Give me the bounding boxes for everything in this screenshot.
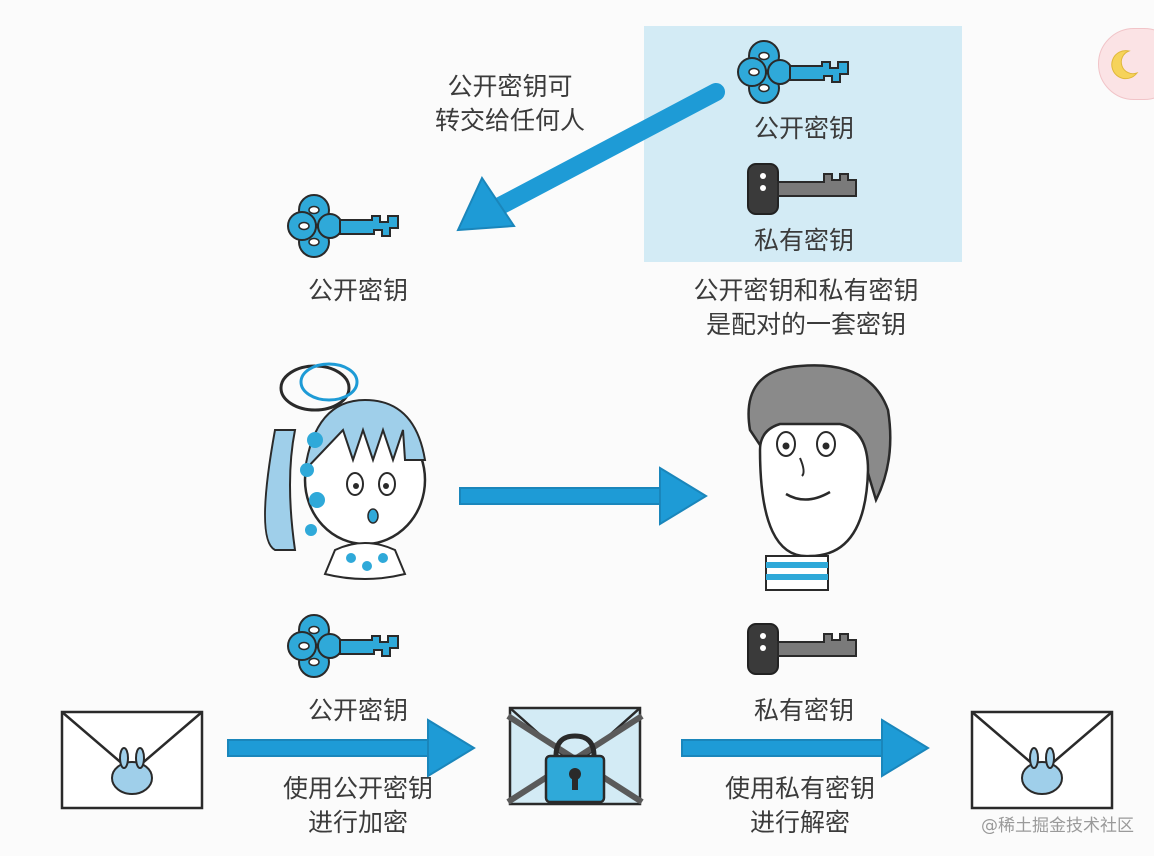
moon-icon <box>1111 50 1139 80</box>
transfer-note-line2: 转交给任何人 <box>434 106 585 135</box>
pair-note-line2: 是配对的一套密钥 <box>705 310 906 339</box>
box-public-key-label: 公开密钥 <box>753 114 854 143</box>
transfer-note: 公开密钥可 转交给任何人 <box>410 70 610 138</box>
box-private-key-label: 私有密钥 <box>753 226 854 255</box>
encrypt-caption-line1: 使用公开密钥 <box>282 774 433 803</box>
decrypt-arrow <box>681 718 930 778</box>
moon-badge <box>1098 28 1154 100</box>
decrypt-caption-line2: 进行解密 <box>749 808 850 837</box>
watermark: @稀土掘金技术社区 <box>981 816 1134 836</box>
girl-character <box>264 362 427 580</box>
transfer-note-line1: 公开密钥可 <box>447 72 573 101</box>
decrypt-caption-line1: 使用私有密钥 <box>724 774 875 803</box>
encrypt-arrow <box>227 718 476 778</box>
man-character <box>747 364 892 591</box>
decrypt-caption: 使用私有密钥 进行解密 <box>700 772 900 840</box>
encrypt-caption-line2: 进行加密 <box>307 808 408 837</box>
pair-note: 公开密钥和私有密钥 是配对的一套密钥 <box>666 274 946 342</box>
encrypt-caption: 使用公开密钥 进行加密 <box>258 772 458 840</box>
pair-note-line1: 公开密钥和私有密钥 <box>693 276 919 305</box>
bottom-public-key-label: 公开密钥 <box>307 696 408 725</box>
received-public-key-label: 公开密钥 <box>307 276 408 305</box>
locked-envelope-icon <box>506 706 644 806</box>
bottom-private-key-label: 私有密钥 <box>753 696 854 725</box>
